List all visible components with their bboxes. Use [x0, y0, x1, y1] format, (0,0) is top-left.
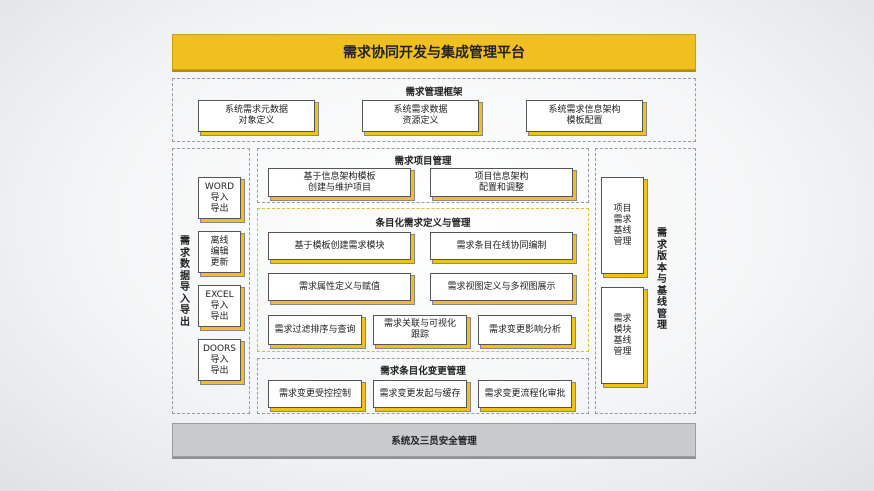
framework-item-resources[interactable]: 系统需求数据 资源定义	[362, 100, 479, 132]
change-mgmt-initiate[interactable]: 需求变更发起与缓存	[373, 380, 467, 408]
baseline-title: 需求版本与基线管理	[657, 228, 667, 331]
security-banner: 系统及三员安全管理	[172, 423, 696, 457]
itemized-views[interactable]: 需求视图定义与多视图展示	[430, 273, 573, 301]
framework-title: 需求管理框架	[405, 87, 463, 98]
framework-item-metadata[interactable]: 系统需求元数据 对象定义	[198, 100, 315, 132]
project-mgmt-create[interactable]: 基于信息架构模板 创建与维护项目	[268, 168, 411, 197]
project-mgmt-section	[257, 148, 589, 203]
itemized-section	[257, 208, 589, 352]
import-export-title: 需求数据导入导出	[180, 236, 190, 328]
itemized-title: 条目化需求定义与管理	[375, 218, 471, 229]
change-mgmt-approval[interactable]: 需求变更流程化审批	[478, 380, 572, 408]
import-export-section	[172, 148, 250, 414]
security-title: 系统及三员安全管理	[391, 436, 477, 447]
platform-title-banner: 需求协同开发与集成管理平台	[172, 34, 696, 70]
baseline-section	[595, 148, 696, 414]
itemized-online-edit[interactable]: 需求条目在线协同编制	[430, 232, 573, 260]
import-export-offline[interactable]: 离线 编辑 更新	[198, 231, 241, 273]
platform-title: 需求协同开发与集成管理平台	[343, 45, 525, 61]
itemized-impact[interactable]: 需求变更影响分析	[478, 315, 572, 345]
project-mgmt-configure[interactable]: 项目信息架构 配置和调整	[430, 168, 573, 197]
framework-section	[172, 78, 696, 142]
itemized-trace[interactable]: 需求关联与可视化 跟踪	[373, 315, 467, 345]
itemized-create-module[interactable]: 基于模板创建需求模块	[268, 232, 411, 260]
import-export-word[interactable]: WORD 导入 导出	[198, 177, 241, 219]
baseline-module[interactable]: 需求 模块 基线 管理	[601, 287, 644, 384]
baseline-project[interactable]: 项目 需求 基线 管理	[601, 177, 644, 274]
itemized-filter-sort[interactable]: 需求过滤排序与查询	[268, 315, 362, 345]
change-mgmt-section	[257, 358, 589, 414]
import-export-doors[interactable]: DOORS 导入 导出	[198, 339, 241, 381]
project-mgmt-title: 需求项目管理	[394, 156, 452, 167]
itemized-attributes[interactable]: 需求属性定义与赋值	[268, 273, 411, 301]
framework-item-template[interactable]: 系统需求信息架构 模板配置	[526, 100, 643, 132]
change-mgmt-control[interactable]: 需求变更受控控制	[268, 380, 362, 408]
change-mgmt-title: 需求条目化变更管理	[380, 366, 466, 377]
import-export-excel[interactable]: EXCEL 导入 导出	[198, 285, 241, 327]
